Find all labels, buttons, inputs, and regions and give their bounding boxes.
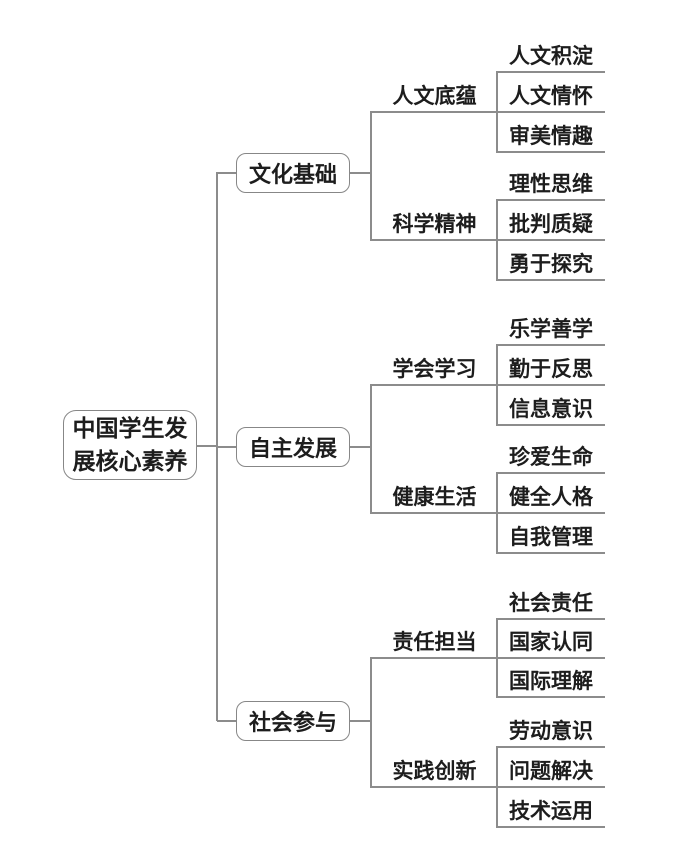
branch-line: [496, 472, 605, 474]
subbranch-responsibility: 责任担当: [392, 630, 477, 654]
branch-line: [496, 696, 605, 698]
connector-line: [350, 172, 371, 174]
branch-line: [370, 512, 497, 514]
connector-line: [217, 446, 236, 448]
branch-line: [496, 199, 605, 201]
connector-line: [350, 446, 371, 448]
connector-line: [350, 720, 371, 722]
branch-line: [496, 552, 605, 554]
main-trunk-line: [216, 172, 218, 721]
branch-line: [496, 786, 605, 788]
subbranch-humanistic-heritage: 人文底蕴: [392, 84, 477, 108]
leaf-problem-solving: 问题解决: [509, 759, 593, 783]
branch-line: [496, 344, 605, 346]
branch-line: [496, 826, 605, 828]
connector-line: [217, 720, 236, 722]
leaf-cherish-life: 珍爱生命: [509, 445, 593, 469]
branch-line: [370, 657, 497, 659]
branch-line: [496, 512, 605, 514]
root-connector-line: [196, 445, 217, 447]
branch-cultural-foundation: 文化基础: [236, 153, 350, 193]
subbranch-trunk-line: [370, 111, 372, 241]
connector-line: [217, 172, 236, 174]
branch-line: [496, 151, 605, 153]
branch-line: [496, 239, 605, 241]
branch-line: [496, 279, 605, 281]
leaf-labor-awareness: 劳动意识: [509, 719, 593, 743]
leaf-rational-thinking: 理性思维: [509, 172, 593, 196]
leaf-love-of-learning: 乐学善学: [509, 317, 593, 341]
subbranch-practical-innovation: 实践创新: [392, 759, 477, 783]
leaf-diligent-reflection: 勤于反思: [509, 357, 593, 381]
branch-line: [496, 746, 605, 748]
leaf-social-responsibility: 社会责任: [509, 591, 593, 615]
leaf-information-awareness: 信息意识: [509, 397, 593, 421]
subbranch-learning-to-learn: 学会学习: [392, 357, 477, 381]
leaf-self-management: 自我管理: [509, 525, 593, 549]
leaf-sound-personality: 健全人格: [509, 485, 593, 509]
branch-line: [370, 384, 497, 386]
branch-line: [496, 424, 605, 426]
subbranch-scientific-spirit: 科学精神: [392, 212, 477, 236]
branch-line: [496, 111, 605, 113]
leaf-courage-to-explore: 勇于探究: [509, 252, 593, 276]
branch-line: [370, 111, 497, 113]
branch-social-participation: 社会参与: [236, 701, 350, 741]
leaf-national-identity: 国家认同: [509, 630, 593, 654]
subbranch-healthy-living: 健康生活: [392, 485, 477, 509]
branch-line: [370, 786, 497, 788]
branch-line: [370, 239, 497, 241]
leaf-humanistic-accumulation: 人文积淀: [509, 44, 593, 68]
branch-line: [496, 71, 605, 73]
subbranch-trunk-line: [370, 384, 372, 514]
root-node-core-competencies: 中国学生发展核心素养: [63, 410, 197, 480]
branch-line: [496, 618, 605, 620]
branch-autonomous-development: 自主发展: [236, 427, 350, 467]
branch-line: [496, 657, 605, 659]
leaf-aesthetic-taste: 审美情趣: [509, 124, 593, 148]
leaf-critical-questioning: 批判质疑: [509, 212, 593, 236]
leaf-humanistic-care: 人文情怀: [509, 84, 593, 108]
leaf-technology-application: 技术运用: [509, 799, 593, 823]
branch-line: [496, 384, 605, 386]
subbranch-trunk-line: [370, 657, 372, 787]
leaf-global-understanding: 国际理解: [509, 669, 593, 693]
